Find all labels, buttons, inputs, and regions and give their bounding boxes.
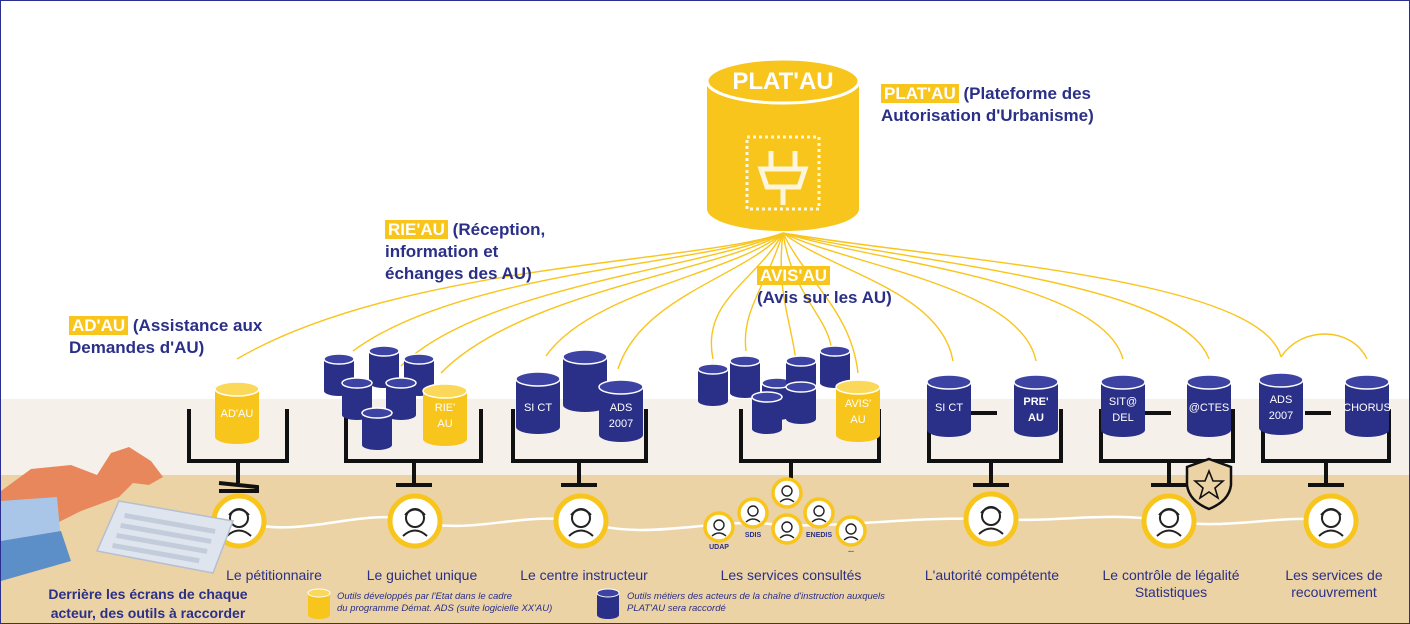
db-caption-avis-1: AVIS' (845, 398, 871, 410)
shield-icon (1185, 457, 1233, 511)
db-caption-sict: SI CT (524, 402, 552, 414)
avatar-autorite (966, 494, 1016, 544)
consulted-label-sdis: SDIS (745, 532, 762, 539)
platau-label: PLAT'AU (Plateforme des Autorisation d'U… (881, 83, 1094, 127)
adau-label: AD'AU (Assistance aux Demandes d'AU) (69, 315, 262, 359)
avatar-recouvrement (1306, 496, 1356, 546)
avisau-tag: AVIS'AU (757, 266, 831, 285)
db-caption-2007-b: 2007 (1269, 410, 1293, 422)
adau-desc-1: (Assistance aux (132, 316, 263, 335)
platau-desc-1: (Plateforme des (963, 84, 1091, 103)
db-caption-ads-b: ADS (1270, 394, 1293, 406)
actor-guichet-unique: Le guichet unique (366, 567, 478, 583)
avisau-database-icon (835, 379, 881, 443)
avatar-controle (1144, 496, 1194, 546)
db-caption-pre: PRE' (1023, 396, 1049, 408)
consulted-label-enedis: ENEDIS (806, 532, 832, 539)
platau-database-icon: PLAT'AU (705, 57, 861, 231)
db-caption-rie-2: AU (437, 418, 452, 430)
avisau-desc-1: (Avis sur les AU) (757, 288, 892, 307)
rieau-label: RIE'AU (Réception, information et échang… (385, 219, 545, 285)
actor-recouvrement-line2: recouvrement (1291, 584, 1377, 600)
legend-navy-line1: Outils métiers des acteurs de la chaîne … (627, 591, 885, 602)
db-caption-preau: AU (1028, 412, 1044, 424)
db-caption-rie-1: RIE' (435, 402, 455, 414)
actor-controle-line2: Statistiques (1134, 584, 1208, 600)
platau-desc-2: Autorisation d'Urbanisme) (881, 106, 1094, 125)
rieau-desc-1: (Réception, (452, 220, 546, 239)
avatar-guichet (390, 496, 440, 546)
consulted-label-more: ... (848, 547, 854, 554)
db-caption-sict2: SI CT (935, 402, 963, 414)
keyboard-hand-illustration (1, 447, 235, 581)
legend-navy-line2: PLAT'AU sera raccordé (627, 603, 726, 614)
consulted-label-udap: UDAP (709, 544, 729, 551)
rieau-desc-2: information et (385, 242, 499, 261)
adau-desc-2: Demandes d'AU) (69, 338, 205, 357)
actor-services-consultes: Les services consultés (720, 567, 862, 583)
footer-caption: Derrière les écrans de chaque acteur, de… (13, 585, 283, 623)
footer-line-2: acteur, des outils à raccorder (50, 605, 246, 621)
avisau-label: AVIS'AU (Avis sur les AU) (757, 265, 892, 309)
db-caption-2007: 2007 (609, 418, 633, 430)
svg-text:PLAT'AU: PLAT'AU (732, 68, 833, 95)
db-caption-actes: @CTES (1189, 402, 1230, 414)
actor-autorite-competente: L'autorité compétente (924, 567, 1060, 583)
db-caption-sit: SIT@ (1109, 396, 1137, 408)
footer-line-1: Derrière les écrans de chaque (48, 586, 248, 602)
avatar-centre (556, 496, 606, 546)
rieau-tag: RIE'AU (385, 220, 448, 239)
rieau-desc-3: échanges des AU) (385, 264, 532, 283)
connection-lines (236, 232, 1368, 374)
legend-yellow-line1: Outils développés par l'Etat dans le cad… (337, 591, 513, 602)
actor-petitionnaire: Le pétitionnaire (226, 567, 322, 583)
db-caption-avis-2: AU (850, 414, 865, 426)
platau-tag: PLAT'AU (881, 84, 959, 103)
actor-services-recouvrement: Les services de recouvrement (1269, 567, 1399, 601)
legend-yellow-line2: du programme Démat. ADS (suite logiciell… (337, 603, 553, 614)
db-caption-adau: AD'AU (221, 408, 254, 420)
legend-yellow-db-icon (307, 588, 331, 619)
db-caption-ads: ADS (610, 402, 633, 414)
rieau-database-icon (422, 383, 468, 447)
db-caption-del: DEL (1112, 412, 1133, 424)
actor-controle-line1: Le contrôle de légalité (1102, 567, 1240, 583)
actor-centre-instructeur: Le centre instructeur (520, 567, 648, 583)
db-caption-chorus: CHORUS (1343, 402, 1391, 414)
monitors (187, 409, 1391, 493)
actor-recouvrement-line1: Les services de (1285, 567, 1383, 583)
legend-navy-db-icon (596, 588, 620, 619)
actor-controle-legalite: Le contrôle de légalité Statistiques (1091, 567, 1251, 601)
legend-navy-text: Outils métiers des acteurs de la chaîne … (627, 591, 947, 615)
legend-yellow-text: Outils développés par l'Etat dans le cad… (337, 591, 587, 615)
adau-tag: AD'AU (69, 316, 129, 335)
